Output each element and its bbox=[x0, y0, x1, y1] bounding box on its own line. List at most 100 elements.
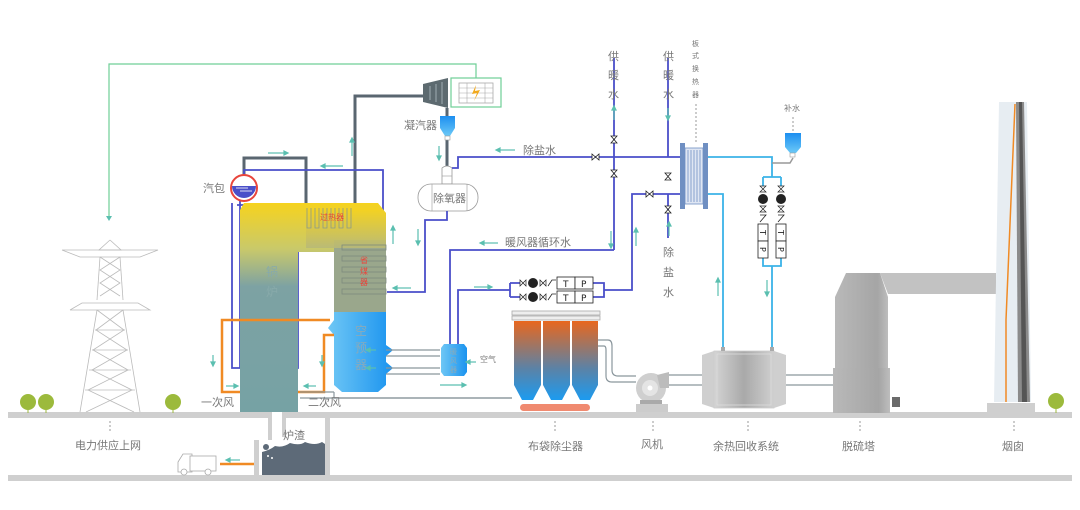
svg-text:暖: 暖 bbox=[608, 69, 619, 82]
arrow-icon bbox=[390, 224, 396, 244]
arrow-icon bbox=[474, 284, 494, 290]
arrow-icon bbox=[319, 163, 343, 169]
power-tower-icon bbox=[61, 239, 159, 413]
arrow-icon bbox=[302, 383, 316, 389]
makeup-tank-icon bbox=[785, 117, 801, 158]
valve-icon bbox=[664, 172, 672, 181]
pump-m1-t: T bbox=[562, 280, 569, 290]
flue-pipes bbox=[300, 339, 834, 399]
valve-icon bbox=[591, 153, 600, 161]
svg-text:热: 热 bbox=[692, 77, 699, 86]
valve-icon bbox=[610, 169, 618, 178]
arrow-icon bbox=[666, 220, 672, 236]
steam-pipes bbox=[242, 94, 449, 208]
condenser-label: 凝汽器 bbox=[404, 118, 437, 132]
tree-icon bbox=[20, 394, 36, 413]
air-preheater-label-3: 器 bbox=[355, 358, 367, 372]
air-preheater bbox=[328, 312, 393, 392]
pump-icon bbox=[519, 276, 594, 290]
arrow-icon bbox=[349, 136, 355, 156]
arrow-icon bbox=[391, 285, 411, 291]
arrow-icon bbox=[364, 365, 376, 371]
condenser-icon bbox=[440, 116, 455, 141]
tree-icon bbox=[1048, 393, 1064, 413]
air-heater-label-3: 器 bbox=[450, 366, 457, 374]
ground bbox=[8, 412, 1072, 481]
svg-text:水: 水 bbox=[608, 88, 619, 101]
secondary-air-label: 二次风 bbox=[308, 395, 341, 409]
turbine-icon bbox=[423, 78, 448, 108]
arrow-icon bbox=[608, 231, 614, 250]
power-line bbox=[106, 63, 477, 221]
pump-icon bbox=[775, 185, 787, 259]
generator-icon bbox=[450, 77, 502, 108]
svg-text:盐: 盐 bbox=[663, 266, 674, 279]
steam-drum-icon bbox=[230, 174, 258, 202]
air-preheater-label-2: 预 bbox=[355, 341, 367, 355]
pump-m2-t: T bbox=[562, 294, 569, 304]
primary-air-label: 一次风 bbox=[201, 395, 234, 409]
arrow-icon bbox=[268, 150, 290, 156]
svg-text:水: 水 bbox=[663, 286, 674, 299]
tree-icon bbox=[165, 394, 181, 413]
fan-label: 风机 bbox=[641, 437, 663, 451]
svg-text:换: 换 bbox=[692, 64, 699, 73]
chimney bbox=[987, 102, 1035, 413]
plate-hx-label: 板 式 换 热 器 bbox=[692, 39, 699, 99]
makeup-water-label: 补水 bbox=[784, 103, 800, 113]
plate-heat-exchanger-icon bbox=[680, 104, 708, 209]
desalted-water-side-label: 除 盐 水 bbox=[663, 245, 674, 299]
pump-r2-t: T bbox=[776, 229, 785, 235]
trees bbox=[20, 393, 1064, 413]
pump-r1-p: P bbox=[758, 247, 767, 252]
valve-icon bbox=[610, 135, 618, 144]
superheater-label: 过热器 bbox=[320, 212, 344, 222]
air-heater-icon bbox=[441, 344, 467, 376]
slag-label: 炉渣 bbox=[283, 428, 305, 442]
hot-water-pipes bbox=[708, 156, 782, 350]
arrow-icon bbox=[436, 146, 442, 162]
air-preheater-label-1: 空 bbox=[355, 324, 367, 338]
heating-water-label-1: 供 暖 水 bbox=[608, 49, 619, 101]
valves bbox=[591, 135, 672, 214]
pump-m2-p: P bbox=[581, 294, 587, 304]
bag-filter bbox=[511, 310, 601, 411]
arrow-icon bbox=[665, 108, 671, 122]
arrow-icon bbox=[611, 104, 617, 120]
air-heater-label-2: 风 bbox=[450, 357, 457, 365]
heat-recovery-unit bbox=[702, 347, 786, 409]
arrow-icon bbox=[633, 226, 639, 246]
svg-text:水: 水 bbox=[663, 88, 674, 101]
arrow-icon bbox=[210, 355, 216, 368]
drum-label: 汽包 bbox=[203, 181, 225, 195]
pump-r1-t: T bbox=[758, 229, 767, 235]
heater-circ-water-label: 暖风器循环水 bbox=[505, 236, 571, 249]
economizer-label-3: 器 bbox=[360, 278, 368, 287]
boiler-label-2: 炉 bbox=[266, 285, 278, 299]
arrow-icon bbox=[494, 147, 515, 153]
svg-text:暖: 暖 bbox=[663, 69, 674, 82]
fan-icon bbox=[636, 372, 669, 412]
pump-icon bbox=[519, 290, 594, 304]
grid-label: 电力供应上网 bbox=[75, 438, 141, 452]
arrow-icon bbox=[364, 347, 376, 353]
flow-arrows bbox=[210, 104, 770, 463]
truck-icon bbox=[177, 453, 217, 476]
boiler-label-1: 锅 bbox=[266, 264, 278, 279]
bag-filter-label: 布袋除尘器 bbox=[528, 439, 583, 453]
pump-r2-p: P bbox=[776, 247, 785, 252]
svg-text:器: 器 bbox=[692, 91, 699, 99]
pump-m1-p: P bbox=[581, 280, 587, 290]
chimney-label: 烟囱 bbox=[1002, 439, 1024, 453]
air-in-label: 空气 bbox=[480, 354, 496, 364]
svg-text:供: 供 bbox=[663, 49, 674, 63]
deaerator-icon bbox=[417, 165, 479, 212]
valve-icon bbox=[645, 190, 654, 198]
svg-text:式: 式 bbox=[692, 51, 699, 60]
arrow-icon bbox=[440, 382, 468, 388]
arrow-icon bbox=[478, 240, 498, 246]
economizer-label-2: 煤 bbox=[360, 266, 368, 276]
makeup-water-pipe bbox=[772, 157, 794, 164]
desulfurization-label: 脱硫塔 bbox=[842, 439, 875, 453]
